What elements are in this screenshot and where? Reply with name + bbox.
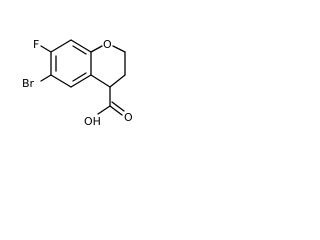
bond-c9-c4 bbox=[90, 74, 111, 88]
bond-c-f bbox=[40, 45, 52, 53]
bond-carboxyl-oh bbox=[97, 105, 111, 115]
chemical-structure: F Br O OH O bbox=[22, 38, 133, 128]
bond-c3-o bbox=[90, 45, 103, 53]
aromatic-inner-bond-2 bbox=[72, 72, 87, 82]
acid-carbonyl-oxygen-label: O bbox=[124, 111, 133, 124]
substituent-bonds bbox=[40, 45, 125, 116]
benzene-ring bbox=[50, 39, 92, 88]
bond-c8-c9 bbox=[109, 74, 126, 88]
pyran-ring bbox=[90, 45, 126, 88]
bond-c-br bbox=[40, 74, 52, 82]
fluorine-label: F bbox=[33, 38, 39, 51]
bond-c1-c2 bbox=[50, 39, 72, 53]
carbonyl-double-bond-2 bbox=[111, 101, 125, 112]
bond-c5-c6 bbox=[50, 74, 72, 88]
bromine-label: Br bbox=[22, 77, 35, 90]
aromatic-inner-bond-1 bbox=[72, 45, 87, 55]
structure-canvas: F Br O OH O bbox=[0, 0, 152, 152]
acid-oh-label: OH bbox=[84, 115, 101, 128]
ring-oxygen-label: O bbox=[103, 38, 112, 51]
bond-o-c7 bbox=[112, 45, 126, 53]
bond-c2-c3 bbox=[70, 39, 92, 53]
carbonyl-double-bond-1 bbox=[109, 105, 123, 116]
bond-c4-c5 bbox=[70, 74, 92, 88]
